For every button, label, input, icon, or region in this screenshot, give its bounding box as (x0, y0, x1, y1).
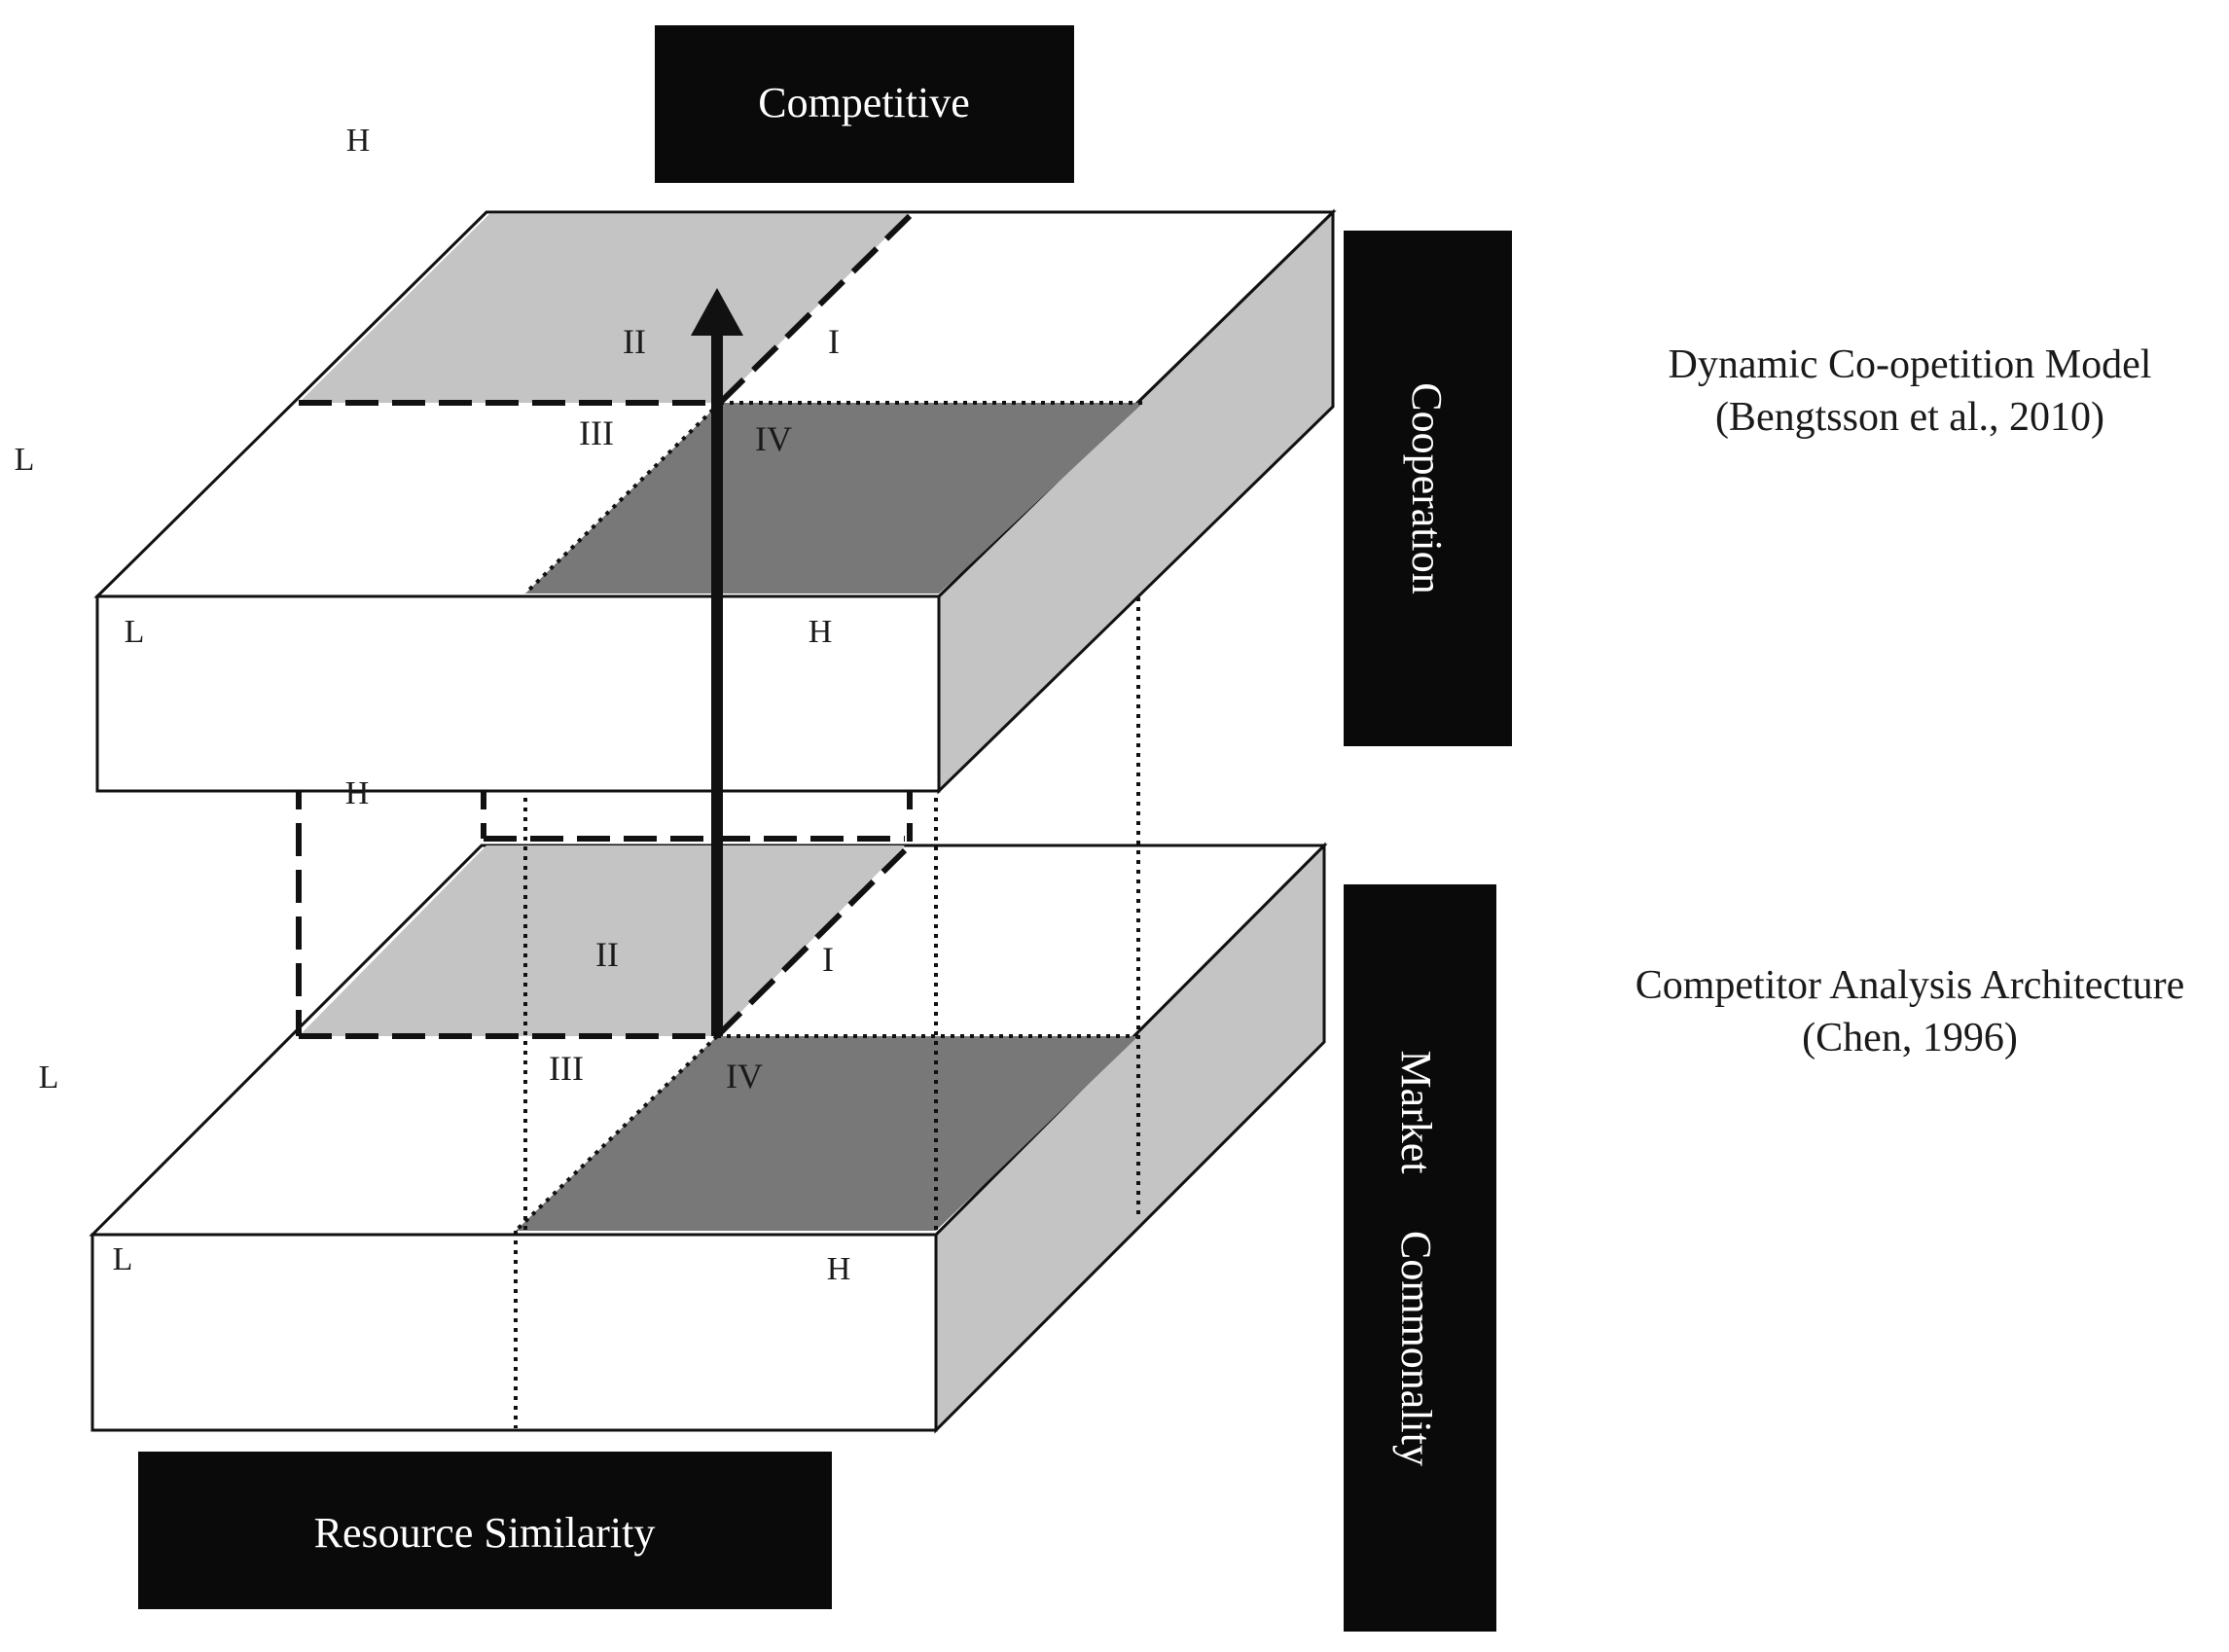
lower-front-high-label: H (827, 1251, 851, 1287)
lower-quadrant-iii-label: III (549, 1049, 584, 1088)
upper-quadrant-iii-label: III (579, 413, 614, 452)
upper-box-front-face (95, 594, 941, 793)
upper-dotted-lines (523, 401, 1143, 595)
commonality-axis-label: Commonality (1392, 1231, 1440, 1466)
lower-outside-low-label: L (39, 1059, 59, 1095)
market-commonality-axis-box: Market Commonality (1344, 884, 1496, 1632)
lower-dotted-lines (514, 1034, 1138, 1428)
upper-below-high-label: H (345, 775, 370, 811)
competitive-axis-label: Competitive (758, 79, 970, 126)
lower-box (89, 842, 1328, 1434)
lower-quadrant-ii-shade (299, 845, 905, 1036)
upper-quadrant-iv-shade (525, 403, 1143, 593)
lower-model-citation: (Chen, 1996) (1802, 1016, 2018, 1060)
lower-front-low-label: L (113, 1241, 133, 1277)
lower-quadrant-ii-label: II (595, 935, 619, 974)
upper-model-title: Dynamic Co-opetition Model (1669, 342, 2152, 387)
upper-quadrant-ii-shade (299, 214, 910, 403)
lower-box-front-face (90, 1233, 938, 1432)
upper-outside-high-label: H (346, 123, 371, 159)
upper-outside-low-label: L (15, 442, 35, 478)
upper-front-low-label: L (125, 614, 145, 650)
cooperation-axis-label: Cooperation (1403, 382, 1451, 594)
upper-front-high-label: H (809, 614, 833, 650)
upper-box (93, 208, 1337, 795)
upper-quadrant-ii-label: II (623, 322, 646, 361)
resource-similarity-axis-label: Resource Similarity (314, 1509, 656, 1557)
lower-dashed-lines (299, 847, 908, 1039)
lower-quadrant-iv-shade (516, 1036, 1138, 1231)
arrow-head-icon (691, 288, 743, 336)
lower-model-title: Competitor Analysis Architecture (1636, 963, 2185, 1008)
upper-model-citation: (Bengtsson et al., 2010) (1715, 395, 2104, 440)
resource-similarity-axis-box: Resource Similarity (138, 1452, 832, 1609)
upper-dashed-lines (299, 213, 913, 406)
transition-arrow (691, 288, 743, 1036)
market-axis-label: Market (1392, 1050, 1440, 1173)
upper-quadrant-iv-label: IV (755, 419, 792, 458)
lower-quadrant-iv-label: IV (726, 1057, 763, 1095)
cooperation-axis-box: Cooperation (1344, 231, 1512, 746)
competitive-axis-box: Competitive (655, 25, 1074, 183)
lower-quadrant-i-label: I (822, 940, 834, 979)
upper-quadrant-i-label: I (828, 322, 840, 361)
